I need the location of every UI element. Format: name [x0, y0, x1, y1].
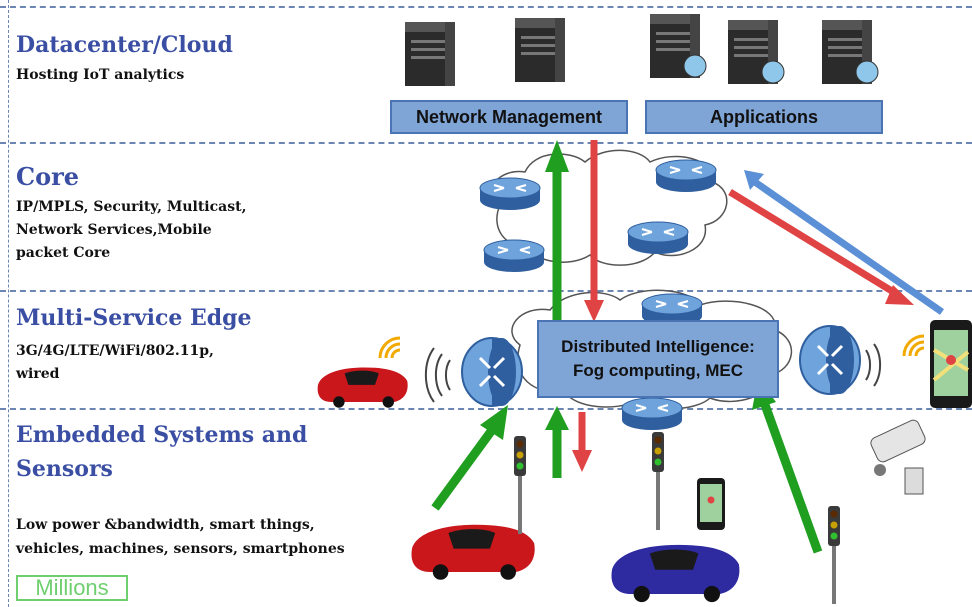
smartphone-icon: [930, 320, 972, 408]
router-icon: [478, 176, 542, 212]
edge-desc-line-2: wired: [16, 366, 60, 382]
traffic-light-icon: [514, 436, 526, 534]
app-server-badges: [683, 54, 879, 84]
smartphone-icon: [697, 478, 725, 530]
edge-router-icon: [798, 324, 862, 396]
camera-icon: [870, 419, 926, 495]
layer-divider-top: [0, 6, 972, 8]
layer-divider-cloud-core: [0, 142, 972, 144]
core-desc-line-2: Network Services,Mobile: [16, 222, 212, 238]
core-desc-line-1: IP/MPLS, Security, Multicast,: [16, 199, 247, 215]
scale-label-box: Millions: [16, 575, 128, 601]
car-icon: [317, 367, 408, 408]
traffic-light-icon: [652, 432, 664, 530]
car-icon: [411, 524, 535, 580]
distributed-intelligence-line-1: Distributed Intelligence:: [561, 337, 755, 356]
wifi-signal-icon: [378, 336, 402, 360]
server-icon: [515, 18, 565, 82]
core-desc-line-3: packet Core: [16, 245, 111, 261]
applications-label: Applications: [709, 106, 818, 127]
edge-router-icon: [460, 336, 524, 408]
core-title: Core: [16, 162, 80, 191]
layer-divider-core-edge: [0, 290, 972, 292]
layer-divider-edge-embedded: [0, 408, 972, 410]
distributed-intelligence-line-2: Fog computing, MEC: [573, 361, 743, 380]
left-border: [8, 0, 9, 607]
router-icon: [654, 158, 718, 194]
edge-title: Multi-Service Edge: [16, 305, 252, 331]
signal-waves-icon: [424, 343, 882, 403]
network-management-box: Network Management: [390, 100, 628, 134]
router-icon: [626, 220, 690, 256]
edge-desc-line-1: 3G/4G/LTE/WiFi/802.11p,: [16, 343, 214, 359]
embedded-desc-line-2: vehicles, machines, sensors, smartphones: [16, 541, 345, 557]
router-icon: [482, 238, 546, 274]
distributed-intelligence-box: Distributed Intelligence: Fog computing,…: [537, 320, 779, 398]
embedded-title-line-1: Embedded Systems and: [16, 422, 308, 448]
router-icon: [620, 396, 684, 432]
applications-box: Applications: [645, 100, 883, 134]
traffic-light-icon: [828, 506, 840, 604]
embedded-desc-line-1: Low power &bandwidth, smart things,: [16, 517, 315, 533]
car-icon: [611, 544, 740, 603]
scale-label: Millions: [35, 575, 109, 600]
datacenter-title: Datacenter/Cloud: [16, 32, 233, 58]
datacenter-desc: Hosting IoT analytics: [16, 67, 185, 83]
data-flow-arrows: [431, 140, 944, 554]
embedded-title-line-2: Sensors: [16, 456, 113, 482]
network-management-label: Network Management: [415, 106, 603, 127]
wifi-signal-icon: [902, 334, 926, 358]
server-icon: [405, 22, 455, 86]
